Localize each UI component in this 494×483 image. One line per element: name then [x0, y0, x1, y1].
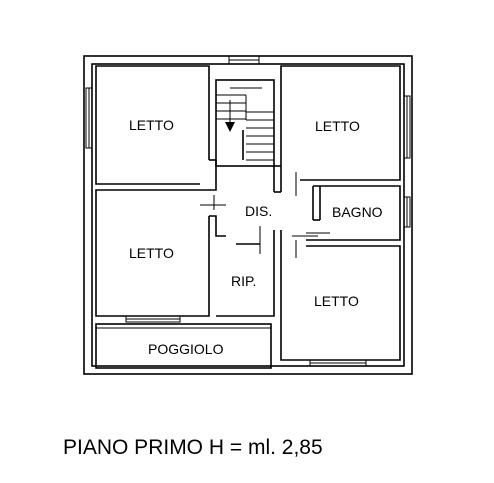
label-letto-bottom-right: LETTO [314, 293, 359, 309]
room-letto-top-right [273, 65, 401, 196]
label-poggiolo: POGGIOLO [148, 341, 224, 357]
poggiolo-balcony [95, 323, 272, 369]
room-rip [209, 215, 282, 317]
staircase [215, 79, 275, 167]
label-letto-bottom-left: LETTO [129, 245, 174, 261]
room-letto-bottom-right [280, 235, 401, 361]
room-letto-bottom-left [95, 189, 226, 317]
label-dis: DIS. [245, 203, 272, 219]
room-letto-top-left [95, 65, 217, 191]
label-bagno: BAGNO [332, 204, 383, 220]
label-rip: RIP. [231, 273, 256, 289]
plan-caption: PIANO PRIMO H = ml. 2,85 [63, 436, 323, 459]
floor-plan: LETTO LETTO DIS. BAGNO LETTO RIP. LETTO … [83, 55, 413, 375]
room-bagno [306, 185, 401, 241]
stair-arrow-icon [225, 122, 235, 132]
label-letto-top-left: LETTO [129, 117, 174, 133]
label-letto-top-right: LETTO [315, 118, 360, 134]
